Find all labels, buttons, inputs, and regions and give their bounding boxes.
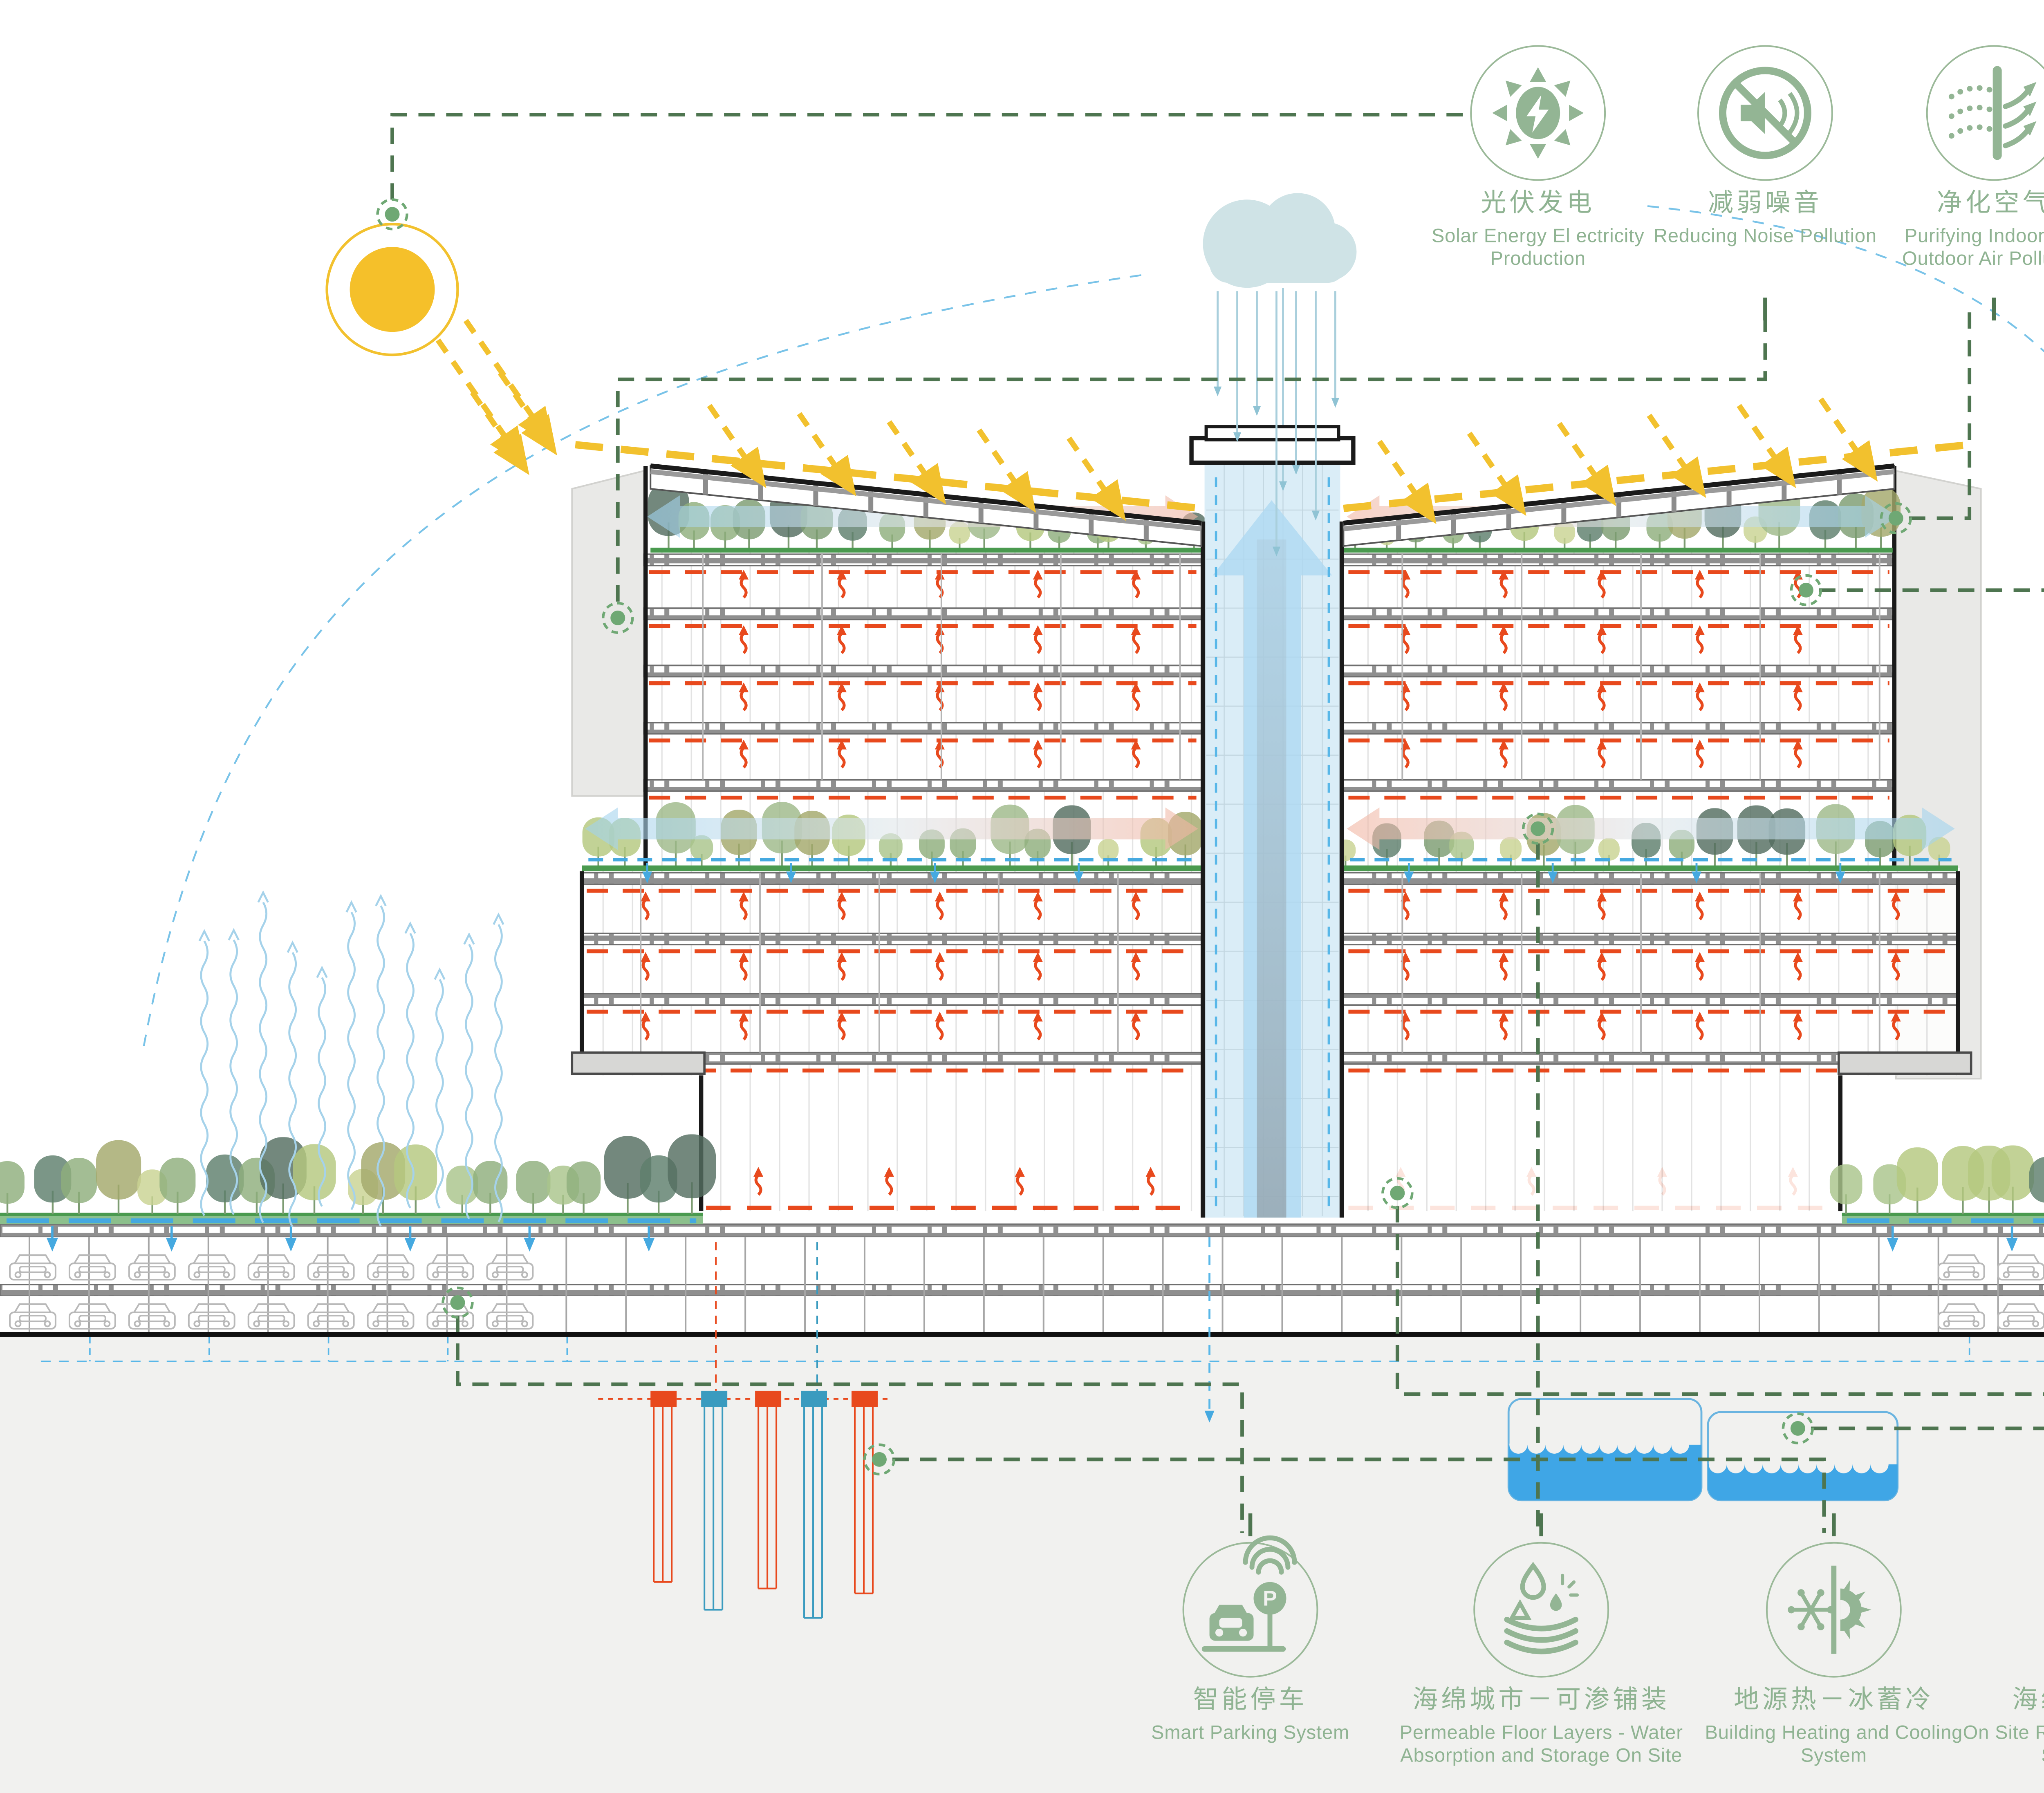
sky-gardens xyxy=(582,481,1958,884)
permeable-layer-lines xyxy=(6,1218,2044,1252)
svg-text:Building Heating and Cooling: Building Heating and Cooling xyxy=(1705,1721,1963,1743)
solar-sun-icon xyxy=(1492,67,1584,159)
left-cornice xyxy=(571,1051,706,1075)
parking-icon: P xyxy=(1201,1535,1297,1652)
evapotranspiration-lines xyxy=(198,890,504,1228)
atrium-core xyxy=(1257,539,1286,1218)
icon-purify-air: 净化空气 Purifying Indoor and Outdoor Air Po… xyxy=(1902,45,2044,269)
svg-text:Reducing Noise Pollution: Reducing Noise Pollution xyxy=(1654,224,1877,246)
svg-text:净化空气: 净化空气 xyxy=(1937,188,2044,217)
underground-guide-lines xyxy=(40,1237,2044,1423)
svg-text:减弱噪音: 减弱噪音 xyxy=(1708,188,1822,217)
icon-heating-cooling: 地源热－冰蓄冷 Building Heating and Cooling Sys… xyxy=(1705,1542,1963,1766)
sun-ring xyxy=(325,223,459,356)
icon-label-en2: Production xyxy=(1490,247,1585,269)
air-filter-icon xyxy=(1948,66,2037,160)
no-noise-icon xyxy=(1719,67,1811,159)
icon-permeable-paving: 海绵城市－可渗铺装 Permeable Floor Layers - Water… xyxy=(1400,1542,1683,1766)
ground-bands xyxy=(0,1213,2044,1224)
svg-text:Outdoor Air Pollution: Outdoor Air Pollution xyxy=(1902,247,2044,269)
svg-text:On Site Rain Water Filtering a: On Site Rain Water Filtering and Storing xyxy=(1963,1721,2044,1743)
sun-disc xyxy=(350,247,435,332)
svg-text:Permeable Floor Layers - Water: Permeable Floor Layers - Water xyxy=(1400,1721,1683,1743)
roof-solar-system xyxy=(435,319,1970,547)
icon-rain-storage: 海绵城市－过滤蓄水 On Site Rain Water Filtering a… xyxy=(1963,1686,2044,1766)
svg-text:Purifying Indoor and: Purifying Indoor and xyxy=(1905,224,2044,246)
atrium xyxy=(1189,288,1356,1218)
permeable-layers-icon xyxy=(1504,1562,1579,1654)
icon-solar-energy: 光伏发电 Solar Energy El ectricity Productio… xyxy=(1432,45,1645,269)
atrium-cap xyxy=(1189,436,1356,465)
right-wing xyxy=(1342,466,1972,1211)
icon-smart-parking: P 智能停车 Smart Parking System xyxy=(1151,1535,1349,1743)
sun xyxy=(325,223,459,356)
svg-text:智能停车: 智能停车 xyxy=(1193,1686,1308,1714)
icon-label-en1: Solar Energy El ectricity xyxy=(1432,224,1645,246)
svg-text:System - Reuse Water: System - Reuse Water xyxy=(2041,1744,2044,1766)
left-back-volume xyxy=(571,470,645,797)
underground-parking xyxy=(0,1223,2044,1337)
airflow-arcs xyxy=(143,205,2044,1046)
system-connectors xyxy=(376,113,2044,1536)
svg-text:地源热－冰蓄冷: 地源热－冰蓄冷 xyxy=(1734,1686,1934,1714)
underground-soil xyxy=(0,1336,2044,1793)
snowflake-sun-icon xyxy=(1788,1565,1871,1654)
icon-label-zh: 光伏发电 xyxy=(1481,188,1595,217)
right-cornice xyxy=(1838,1051,1972,1075)
svg-text:P: P xyxy=(1263,1587,1277,1611)
atrium-cap-top xyxy=(1204,425,1340,442)
svg-text:System: System xyxy=(1801,1744,1867,1766)
svg-text:Absorption and Storage On Site: Absorption and Storage On Site xyxy=(1400,1744,1682,1766)
icon-reduce-noise: 减弱噪音 Reducing Noise Pollution xyxy=(1654,45,1877,246)
atrium-walls xyxy=(1200,521,1345,1218)
svg-text:海绵城市－可渗铺装: 海绵城市－可渗铺装 xyxy=(1412,1686,1670,1714)
svg-text:Smart Parking System: Smart Parking System xyxy=(1151,1721,1349,1743)
svg-text:海绵城市－过滤蓄水: 海绵城市－过滤蓄水 xyxy=(2013,1686,2044,1714)
street-trees xyxy=(0,1134,2044,1215)
geothermal-pipes xyxy=(598,1390,891,1619)
cloud xyxy=(1203,193,1357,288)
